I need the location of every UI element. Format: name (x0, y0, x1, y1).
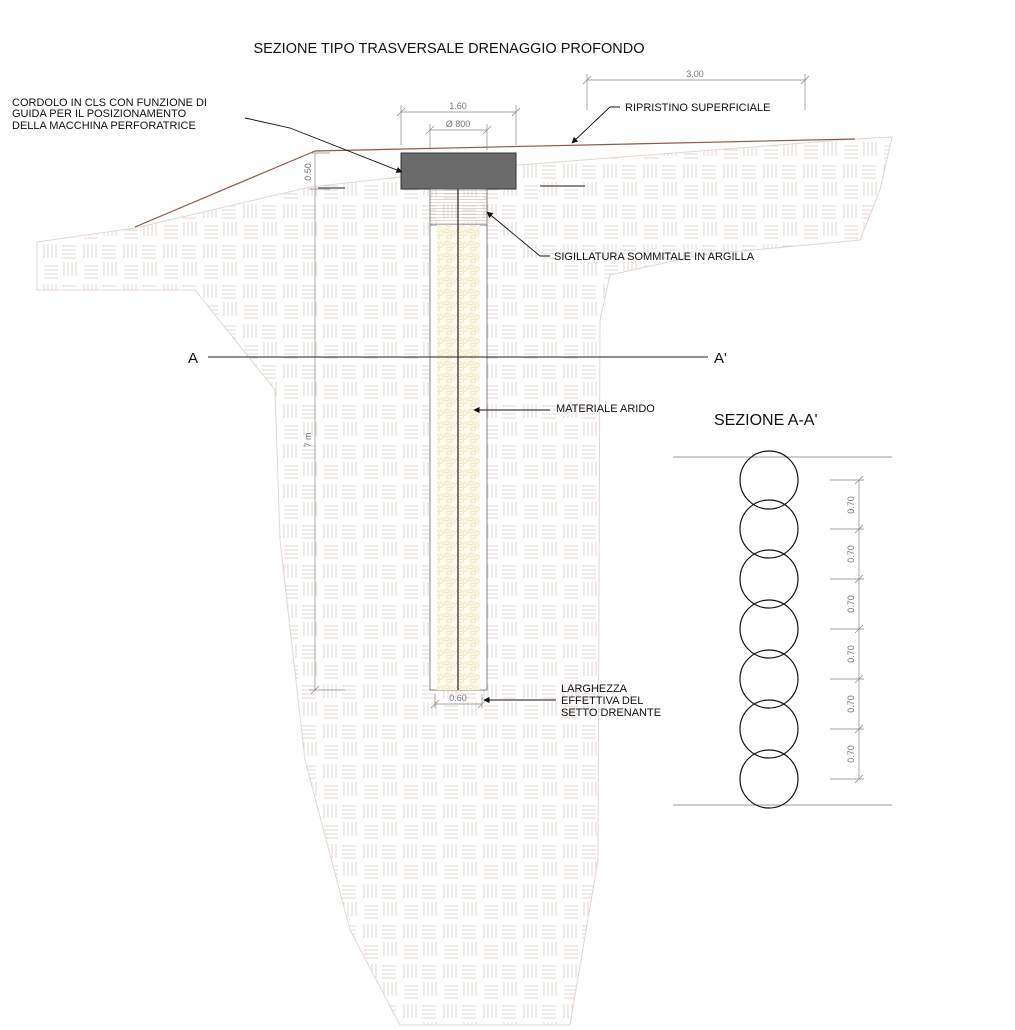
dim-diameter-label: Ø 800 (446, 119, 471, 129)
section-marker-a-prime: A' (714, 350, 727, 367)
pile-circle (739, 749, 799, 809)
ground-line-top (314, 138, 856, 152)
pile-circle (739, 699, 799, 759)
dim-diameter (425, 124, 492, 150)
ripristino-label: RIPRISTINO SUPERFICIALE (625, 102, 770, 114)
section-marker-a: A (188, 350, 198, 367)
cordolo-label: CORDOLO IN CLS CON FUNZIONE DI GUIDA PER… (12, 97, 210, 132)
drawing-title: SEZIONE TIPO TRASVERSALE DRENAGGIO PROFO… (253, 41, 644, 57)
sigillatura-leader (486, 211, 550, 257)
pile-circle (739, 549, 799, 609)
cordolo-leader (244, 117, 403, 173)
section-aa-title: SEZIONE A-A' (714, 412, 818, 429)
cordolo (400, 152, 517, 190)
spacing-label-2: 0.70 (846, 545, 856, 563)
dim-top-width-label: 3.00 (686, 69, 704, 79)
spacing-label-1: 0.70 (846, 496, 856, 514)
pile-circle (739, 599, 799, 659)
dim-depth-label: 7 m (303, 432, 313, 447)
ripristino-leader (571, 106, 620, 144)
spacing-label-4: 0.70 (846, 645, 856, 663)
spacing-label-3: 0.70 (846, 595, 856, 613)
dim-cordolo-width-label: 1.60 (449, 101, 467, 111)
spacing-dimension-chain (830, 475, 864, 784)
ground-line (134, 150, 316, 228)
materiale-label: MATERIALE ARIDO (556, 403, 655, 415)
dim-cordolo-width (396, 105, 521, 145)
dim-cordolo-height (309, 152, 330, 190)
section-aa-circles (739, 450, 799, 809)
sigillatura-label: SIGILLATURA SOMMITALE IN ARGILLA (554, 251, 755, 263)
pile-circle (739, 450, 799, 510)
spacing-label-5: 0.70 (846, 695, 856, 713)
pile-circle (739, 649, 799, 709)
dim-top-width (582, 74, 810, 110)
dim-depth (309, 189, 345, 695)
dim-drain-width-label: 0.60 (449, 693, 467, 703)
spacing-label-6: 0.70 (846, 745, 856, 763)
dim-cordolo-height-label: 0.50 (303, 163, 313, 181)
dim-drain-width (430, 694, 487, 709)
pile-circle (739, 499, 799, 559)
larghezza-label: LARGHEZZA EFFETTIVA DEL SETTO DRENANTE (561, 683, 661, 719)
